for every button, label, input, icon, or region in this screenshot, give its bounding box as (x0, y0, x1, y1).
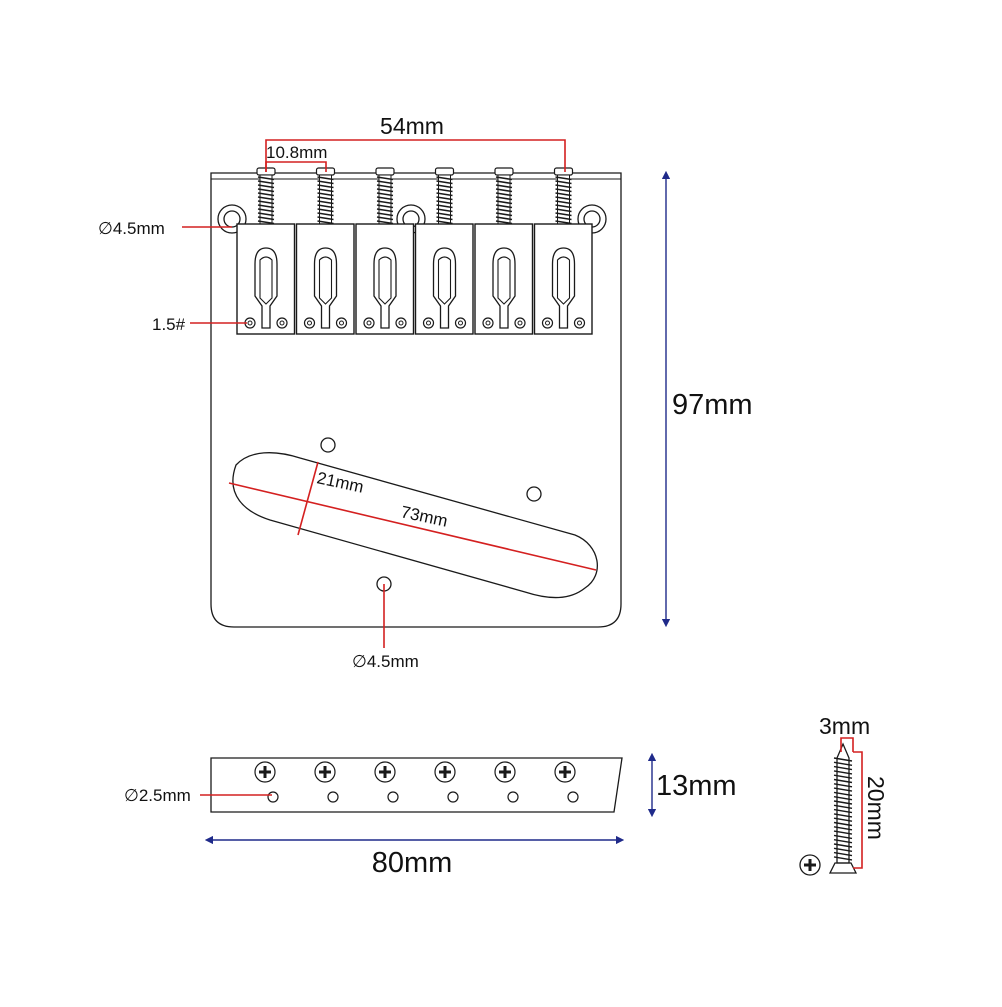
dim-80-label: 80mm (372, 847, 453, 879)
side-view: ∅2.5mm 13mm 80mm (124, 752, 737, 879)
side-hole-value: 2.5mm (139, 786, 191, 805)
saddle (295, 223, 355, 335)
pickup-hole-1 (320, 437, 336, 453)
saddle (533, 223, 593, 335)
phillips-screw-icon (554, 761, 576, 783)
phillips-screw-icon (254, 761, 276, 783)
intonation-springs (256, 167, 574, 226)
dim-slot-length-line (228, 482, 597, 571)
intonation-spring (494, 167, 514, 226)
screw-threads (833, 757, 853, 861)
screw-spec-label: 1.5# (152, 315, 186, 334)
dim-spacing-bracket (265, 161, 327, 172)
hole-icon (267, 791, 279, 803)
bottom-hole-value: 4.5mm (367, 652, 419, 671)
dim-slot-width-line (297, 461, 319, 536)
phillips-screw-icon (799, 854, 821, 876)
phillips-screw-icon (434, 761, 456, 783)
dim-20-label: 20mm (863, 776, 889, 840)
phillips-screw-icon (494, 761, 516, 783)
dim-13-label: 13mm (656, 770, 737, 802)
intonation-spring (553, 167, 574, 226)
intonation-spring (256, 167, 276, 226)
hole-icon (327, 791, 339, 803)
phillips-screw-icon (314, 761, 336, 783)
hole-icon (447, 791, 459, 803)
saddle (236, 223, 296, 335)
dim-54-label: 54mm (380, 113, 444, 139)
mount-hole-value: 4.5mm (113, 219, 165, 238)
saddle (474, 223, 534, 335)
hole-icon (507, 791, 519, 803)
side-screws (254, 761, 576, 783)
side-holes (267, 791, 579, 803)
dim-slot-length-label: 73mm (399, 502, 449, 530)
dim-slot-width-label: 21mm (315, 468, 365, 496)
pickup-slot (232, 452, 598, 599)
dim-3-bracket (840, 737, 854, 752)
top-view: 54mm 10.8mm 21mm 73mm ∅4.5mm 1.5# ∅4.5mm… (98, 113, 753, 671)
hole-icon (387, 791, 399, 803)
dim-97-label: 97mm (672, 389, 753, 421)
saddle-row (236, 223, 593, 335)
intonation-spring (434, 167, 455, 226)
pickup-hole-2 (526, 486, 542, 502)
side-hole-label: ∅2.5mm (124, 786, 191, 805)
dim-3-label: 3mm (819, 713, 870, 739)
bridge-plate (210, 172, 622, 628)
intonation-spring (315, 167, 336, 226)
dim-54-bracket (265, 139, 566, 172)
saddle (414, 223, 474, 335)
diameter-symbol: ∅ (98, 219, 113, 238)
diameter-symbol-2: ∅ (352, 652, 367, 671)
saddle (355, 223, 415, 335)
bottom-hole-label: ∅4.5mm (352, 652, 419, 671)
intonation-spring (375, 167, 395, 226)
side-plate (210, 757, 623, 813)
mounting-screw: 3mm 20mm (799, 713, 889, 876)
mount-hole-label: ∅4.5mm (98, 219, 165, 238)
dim-20-bracket (853, 751, 863, 869)
dim-spacing-label: 10.8mm (266, 143, 327, 162)
phillips-screw-icon (374, 761, 396, 783)
diameter-symbol-3: ∅ (124, 786, 139, 805)
screw-head (828, 862, 858, 874)
hole-icon (567, 791, 579, 803)
